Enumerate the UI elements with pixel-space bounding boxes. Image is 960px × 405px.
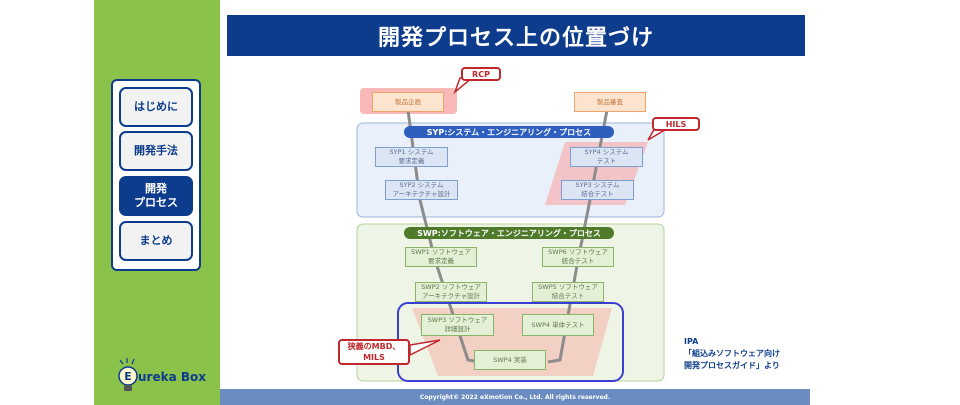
logo-text: ureka Box — [138, 370, 206, 384]
nav-item-method[interactable]: 開発手法 — [119, 131, 193, 171]
copyright-footer: Copyright© 2022 eXmotion Co., Ltd. All r… — [220, 389, 810, 405]
syp3-box: SYP3 システム 結合テスト — [561, 180, 634, 200]
hils-callout: HILS — [652, 117, 700, 131]
swp4-test-box: SWP4 単体テスト — [522, 314, 594, 336]
source-line-3: 開発プロセスガイド」より — [684, 361, 780, 370]
swp5-box: SWP5 ソフトウェア 結合テスト — [532, 282, 604, 302]
logo-letter: E — [124, 370, 132, 383]
syp2-box: SYP2 システム アーキテクチャ設計 — [385, 180, 458, 200]
swp3-box: SWP3 ソフトウェア 詳細設計 — [421, 314, 494, 336]
swp6-box: SWP6 ソフトウェア 統合テスト — [542, 247, 614, 267]
nav-item-summary[interactable]: まとめ — [119, 221, 193, 261]
lightbulb-icon: E — [118, 358, 138, 391]
source-note: IPA 「組込みソフトウェア向け 開発プロセスガイド」より — [684, 336, 780, 372]
eureka-box-logo: E ureka Box — [114, 356, 214, 398]
page-title: 開発プロセス上の位置づけ — [227, 15, 805, 56]
mbd-callout-tail — [409, 339, 441, 357]
product-review-box: 製品審査 — [574, 92, 646, 112]
swp-header: SWP:ソフトウェア・エンジニアリング・プロセス — [404, 227, 614, 239]
syp1-box: SYP1 システム 要求定義 — [375, 147, 448, 167]
swp4-impl-box: SWP4 実装 — [474, 350, 546, 370]
source-line-1: IPA — [684, 337, 699, 346]
nav-panel: はじめに 開発手法 開発 プロセス まとめ — [111, 79, 201, 271]
syp4-box: SYP4 システム テスト — [570, 147, 643, 167]
syp-header: SYP:システム・エンジニアリング・プロセス — [404, 126, 614, 138]
source-line-2: 「組込みソフトウェア向け — [684, 349, 780, 358]
nav-item-introduction[interactable]: はじめに — [119, 87, 193, 127]
mbd-mils-callout: 狭義のMBD、 MILS — [338, 339, 410, 365]
swp1-box: SWP1 ソフトウェア 要求定義 — [405, 247, 477, 267]
swp2-box: SWP2 ソフトウェア アーキテクチャ設計 — [415, 282, 487, 302]
nav-item-process[interactable]: 開発 プロセス — [119, 176, 193, 216]
rcp-callout: RCP — [461, 67, 501, 81]
product-planning-box: 製品企画 — [372, 92, 444, 112]
